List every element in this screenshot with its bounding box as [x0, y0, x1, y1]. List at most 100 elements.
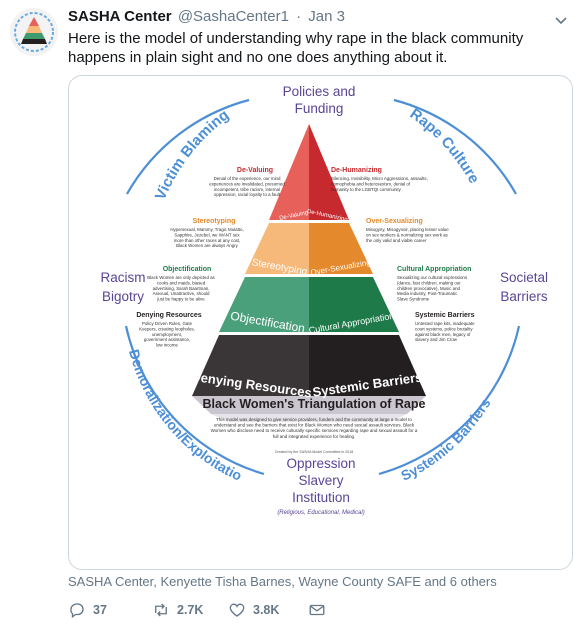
- diagram-body: This model was designed to give service …: [211, 417, 418, 439]
- d-dr-line: Policy Driven Rules, Gate: [142, 321, 193, 326]
- d-sb-line: slavery and Jim Crow: [415, 337, 458, 342]
- d-ca-line: Media industry, Post-Traumatic: [397, 291, 458, 296]
- d-body-line: understand and see the barriers that exi…: [214, 423, 415, 428]
- diagram-credit: Created by the SASHA Model Committee in …: [275, 450, 354, 454]
- label-institution-types: (Religious, Educational, Medical): [277, 510, 364, 516]
- d-os-line: on sex workers & normalizing sex work as: [366, 232, 449, 237]
- d-st-line: Black Women are always Angry: [176, 243, 238, 248]
- label-bigotry: Bigotry: [102, 289, 144, 304]
- author-name[interactable]: SASHA Center: [68, 8, 172, 25]
- d-ca-line: children provocative), Music and: [397, 286, 461, 291]
- retweet-count: 2.7K: [177, 603, 204, 617]
- d-dv-line: oppression, racial loyalty to a fault: [214, 192, 281, 197]
- d-dv-line: Denial of the experience, our mind: [214, 176, 281, 181]
- retweet-button[interactable]: 2.7K: [152, 600, 203, 620]
- tweet-image[interactable]: Victim Blaming Rape Culture Demoralizati…: [68, 75, 573, 570]
- share-icon: [309, 604, 325, 616]
- d-ob-line: just be happy to be alive: [156, 297, 205, 302]
- reply-icon: [70, 603, 84, 619]
- heading-systemic-barriers: Systemic Barriers: [415, 312, 475, 319]
- heading-de-valuing: De-Valuing: [237, 167, 273, 174]
- d-ob-line: Asexual, Unattractive, should: [153, 291, 210, 296]
- tweet-text: Here is the model of understanding why r…: [68, 30, 524, 66]
- heading-cultural-appropriation: Cultural Appropriation: [397, 266, 471, 273]
- liked-by[interactable]: SASHA Center, Kenyette Tisha Barnes, Way…: [68, 574, 497, 589]
- d-dv-line: incompetent, tribe racism, internal: [214, 187, 280, 192]
- d-sb-line: against black men, legacy of: [415, 332, 471, 337]
- label-funding: Funding: [295, 101, 344, 116]
- inner-de-valuing: De-Valuing: [279, 210, 309, 222]
- d-dr-line: unemployment,: [152, 332, 182, 337]
- label-oppression: Oppression: [286, 456, 355, 471]
- d-ca-line: Slave Syndrome: [397, 297, 430, 302]
- tier-denying-resources: [192, 335, 309, 396]
- d-st-line: Hypersexual, Mammy, Tragic Mulatto,: [170, 227, 243, 232]
- label-societal: Societal: [500, 270, 548, 285]
- chevron-down-icon[interactable]: [553, 12, 569, 28]
- pyramid-base: [192, 396, 426, 414]
- avatar[interactable]: [10, 8, 58, 56]
- tier-over-sexualizing: [309, 223, 373, 274]
- d-dh-line: homophobia and heterosexism, denial of: [331, 181, 411, 186]
- tier-systemic-barriers: [309, 335, 426, 396]
- label-racism: Racism: [100, 270, 145, 285]
- heading-stereotyping: Stereotyping: [193, 218, 236, 225]
- desc-stereotyping: Hypersexual, Mammy, Tragic Mulatto,Sapph…: [170, 227, 243, 248]
- d-ca-line: (dance, fast children, making our: [397, 280, 461, 285]
- heading-objectification: Objectification: [163, 266, 212, 273]
- avatar-pyramid-icon: [10, 8, 58, 56]
- tier-de-valuing: [269, 124, 309, 220]
- triangulation-diagram: Victim Blaming Rape Culture Demoralizati…: [69, 76, 548, 516]
- d-os-line: the only valid and viable career: [366, 238, 427, 243]
- tier-stereotyping: [245, 223, 309, 274]
- heading-over-sexualizing: Over-Sexualizing: [366, 218, 423, 225]
- heading-denying-resources: Denying Resources: [136, 312, 201, 319]
- reply-count: 37: [93, 603, 107, 617]
- d-sb-line: Untested rape kits, inadequate: [415, 321, 475, 326]
- d-ca-line: Sexualizing our cultural expressions: [397, 275, 468, 280]
- separator-dot: ·: [296, 8, 302, 25]
- tier-de-humanizing: [309, 124, 349, 220]
- share-button[interactable]: [308, 600, 333, 620]
- d-ob-line: advertising, Sarah Baartman,: [153, 286, 210, 291]
- d-dr-line: low income: [156, 343, 179, 348]
- heading-de-humanizing: De-Humanizing: [331, 167, 382, 174]
- d-body-line: full and integrated experience for heali…: [273, 434, 356, 439]
- label-institution: Institution: [292, 490, 350, 505]
- author-handle[interactable]: @SashaCenter1: [177, 8, 289, 25]
- d-dh-line: Silencing, Invisibility, Micro Aggressio…: [331, 176, 428, 181]
- reply-button[interactable]: 37: [68, 600, 107, 620]
- d-body-line: Women who disclose need to receive cultu…: [211, 428, 418, 433]
- label-barriers: Barriers: [500, 289, 548, 304]
- label-slavery: Slavery: [298, 473, 343, 488]
- label-policies: Policies and: [283, 84, 356, 99]
- d-dh-line: humanity to the LGBTQI community: [331, 187, 402, 192]
- d-dr-line: Keepers, creating loopholes,: [139, 326, 195, 331]
- diagram-title: Black Women's Triangulation of Rape: [203, 397, 426, 411]
- desc-de-humanizing: Silencing, Invisibility, Micro Aggressio…: [331, 176, 428, 192]
- tier-cultural-appropriation: [309, 277, 399, 332]
- d-dv-line: experiences are invalidated, presumed: [209, 181, 285, 186]
- d-os-line: Misogyny, Misogynoir, placing lesser val…: [366, 227, 449, 232]
- like-button[interactable]: 3.8K: [228, 600, 279, 620]
- desc-cultural-appropriation: Sexualizing our cultural expressions(dan…: [397, 275, 468, 302]
- d-body-line: This model was designed to give service …: [216, 417, 412, 422]
- desc-over-sexualizing: Misogyny, Misogynoir, placing lesser val…: [366, 227, 449, 243]
- d-sb-line: court systems, police brutality: [415, 326, 473, 331]
- d-st-line: Sapphire, Jezebel, we WANT sex: [174, 232, 240, 237]
- d-ob-line: Black Women are only depicted as: [147, 275, 215, 280]
- like-count: 3.8K: [253, 603, 280, 617]
- tweet-date[interactable]: Jan 3: [308, 8, 345, 25]
- d-ob-line: cooks and maids, biased: [157, 280, 206, 285]
- pyramid-base-shadow: [211, 414, 407, 422]
- tweet-header: SASHA Center @SashaCenter1 · Jan 3: [68, 8, 345, 25]
- tier-objectification: [219, 277, 309, 332]
- retweet-icon: [155, 603, 167, 617]
- d-st-line: more than other races at any cost,: [174, 238, 241, 243]
- like-icon: [229, 603, 245, 617]
- arc-rape-culture: Rape Culture: [407, 105, 483, 186]
